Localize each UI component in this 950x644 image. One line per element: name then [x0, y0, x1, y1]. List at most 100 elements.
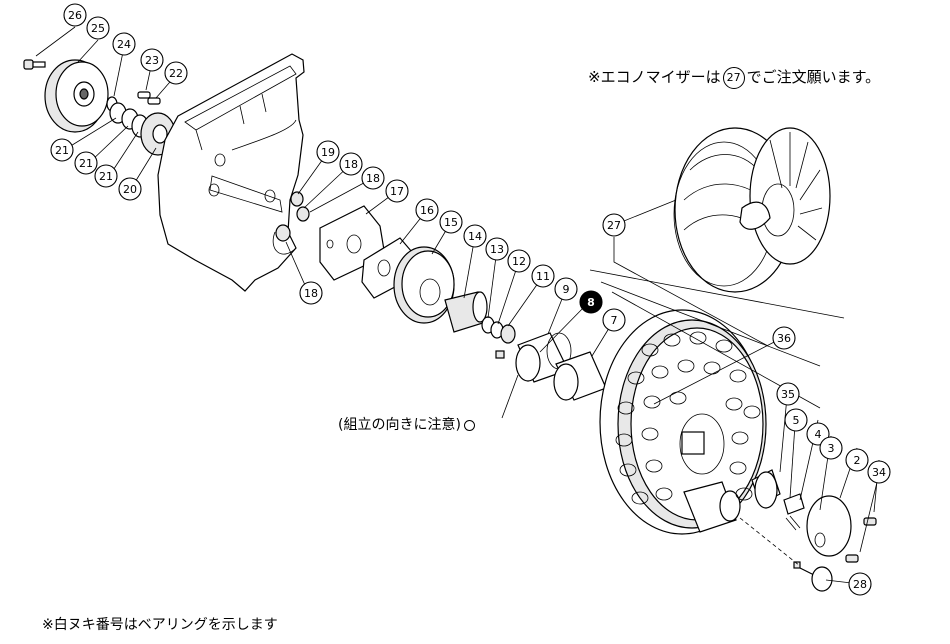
callout-circle: [845, 448, 869, 472]
part-spool-27: [673, 127, 831, 293]
callout-35: 35: [776, 382, 800, 406]
callout-circle: [361, 166, 385, 190]
callout-7: 7: [602, 308, 626, 332]
callout-9: 9: [554, 277, 578, 301]
callout-13: 13: [485, 237, 509, 261]
assembly-direction-note: (組立の向きに注意): [338, 414, 475, 434]
callout-number: 35: [781, 388, 795, 401]
part-drag-knob-25: [44, 59, 109, 133]
callout-number: 8: [587, 296, 595, 309]
callout-number: 14: [468, 230, 482, 243]
callout-circle: [507, 249, 531, 273]
callout-number: 7: [611, 314, 618, 327]
callout-21a: 21: [50, 138, 74, 162]
callout-circle: [316, 140, 340, 164]
callout-circle: [579, 290, 603, 314]
callout-circle: [531, 264, 555, 288]
part-handle-28: [793, 561, 833, 592]
callout-circle: [602, 308, 626, 332]
callout-17: 17: [385, 179, 409, 203]
economizer-note-suffix: でご注文願います。: [746, 68, 881, 86]
assembly-direction-text: (組立の向きに注意): [338, 417, 461, 433]
callout-21c: 21: [94, 164, 118, 188]
callout-number: 19: [321, 146, 335, 159]
callout-15: 15: [439, 210, 463, 234]
callout-34: 34: [867, 460, 891, 484]
callout-circle: [299, 281, 323, 305]
callout-labels: 2625242322212121201918181817161514131211…: [50, 3, 891, 596]
callout-circle: [819, 436, 843, 460]
part-frame: [157, 53, 305, 292]
part-screw-small: [495, 350, 505, 359]
part-gear-disc-15: [393, 246, 455, 324]
callout-8: 8: [579, 290, 603, 314]
callout-number: 18: [304, 287, 318, 300]
callout-circle: [86, 16, 110, 40]
callout-circle: [63, 3, 87, 27]
callout-number: 21: [99, 170, 113, 183]
part-screw-34b: [845, 554, 859, 563]
callout-circle: [74, 151, 98, 175]
callout-circle: [776, 382, 800, 406]
part-pawl-5: [751, 469, 781, 509]
part-pin-23: [137, 91, 151, 99]
callout-5: 5: [784, 408, 808, 432]
callout-number: 15: [444, 216, 458, 229]
callout-21b: 21: [74, 151, 98, 175]
callout-number: 21: [79, 157, 93, 170]
dashed-axis-line: [739, 517, 801, 567]
callout-number: 18: [366, 172, 380, 185]
callout-26: 26: [63, 3, 87, 27]
callout-24: 24: [112, 32, 136, 56]
callout-number: 27: [607, 219, 621, 232]
callout-circle: [94, 164, 118, 188]
economizer-ref-circle: 27: [722, 66, 745, 89]
callout-18a: 18: [339, 152, 363, 176]
callout-number: 13: [490, 243, 504, 256]
callout-number: 5: [793, 414, 800, 427]
callout-circle: [463, 224, 487, 248]
callout-number: 34: [872, 466, 886, 479]
callout-number: 20: [123, 183, 137, 196]
part-frame-spool-36: [599, 309, 767, 535]
part-sleeve-14: [444, 291, 488, 333]
callout-number: 22: [169, 67, 183, 80]
part-clutch-7: [553, 351, 607, 401]
callout-number: 28: [853, 578, 867, 591]
callout-circle: [50, 138, 74, 162]
callout-number: 36: [777, 332, 791, 345]
callout-19: 19: [316, 140, 340, 164]
callout-circle: [112, 32, 136, 56]
part-pin-22: [147, 97, 161, 105]
callout-number: 26: [68, 9, 82, 22]
economizer-note-prefix: ※エコノマイザーは: [588, 68, 721, 86]
callout-3: 3: [819, 436, 843, 460]
callout-number: 17: [390, 185, 404, 198]
callout-circle: [602, 213, 626, 237]
callout-circle: [415, 198, 439, 222]
callout-circle: [385, 179, 409, 203]
part-spring-4: [783, 493, 805, 531]
callout-number: 23: [145, 54, 159, 67]
callout-number: 12: [512, 255, 526, 268]
part-nut-18a: [296, 206, 310, 222]
callout-circle: [772, 326, 796, 350]
callout-circle: [867, 460, 891, 484]
callout-12: 12: [507, 249, 531, 273]
callout-circle: [784, 408, 808, 432]
part-clip-11: [500, 324, 516, 344]
callout-circle: [164, 61, 188, 85]
callout-number: 18: [344, 158, 358, 171]
callout-circle: [118, 177, 142, 201]
callout-circle: [439, 210, 463, 234]
callout-circle: [339, 152, 363, 176]
callout-18b: 18: [361, 166, 385, 190]
callout-23: 23: [140, 48, 164, 72]
callout-number: 25: [91, 22, 105, 35]
part-cap-2: [806, 495, 852, 557]
callout-circle: [554, 277, 578, 301]
callout-36: 36: [772, 326, 796, 350]
callout-28: 28: [848, 572, 872, 596]
